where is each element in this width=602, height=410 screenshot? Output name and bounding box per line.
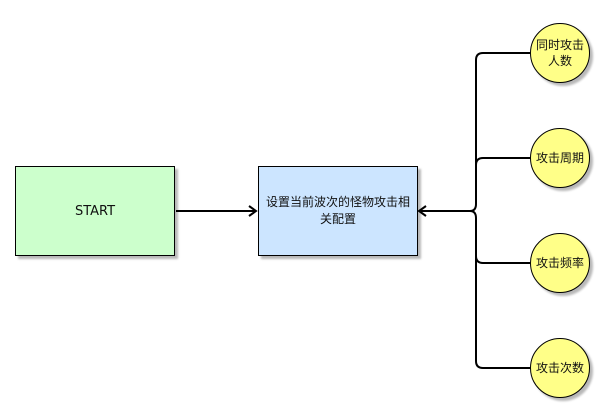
config-node[interactable]: 设置当前波次的怪物攻击相关配置: [258, 166, 418, 256]
config-node-label: 设置当前波次的怪物攻击相关配置: [265, 195, 410, 226]
edge-attr-3: [469, 210, 530, 264]
arrowhead-config-left: [248, 205, 258, 217]
attr-node-concurrent-attackers[interactable]: 同时攻击人数: [530, 23, 590, 83]
attr-node-attack-frequency[interactable]: 攻击频率: [530, 233, 590, 293]
attr-node-label: 攻击次数: [535, 361, 584, 375]
attr-node-attack-period[interactable]: 攻击周期: [530, 128, 590, 188]
start-node[interactable]: START: [15, 166, 175, 256]
start-node-label: START: [74, 203, 116, 219]
attr-node-label: 同时攻击人数: [535, 38, 584, 68]
attr-node-attack-count[interactable]: 攻击次数: [530, 338, 590, 398]
attr-node-label: 攻击频率: [535, 256, 584, 270]
arrowhead-config-right: [417, 205, 427, 217]
edge-attr-4: [475, 256, 530, 369]
edge-attr-2: [475, 157, 530, 204]
attr-node-label: 攻击周期: [535, 151, 584, 165]
